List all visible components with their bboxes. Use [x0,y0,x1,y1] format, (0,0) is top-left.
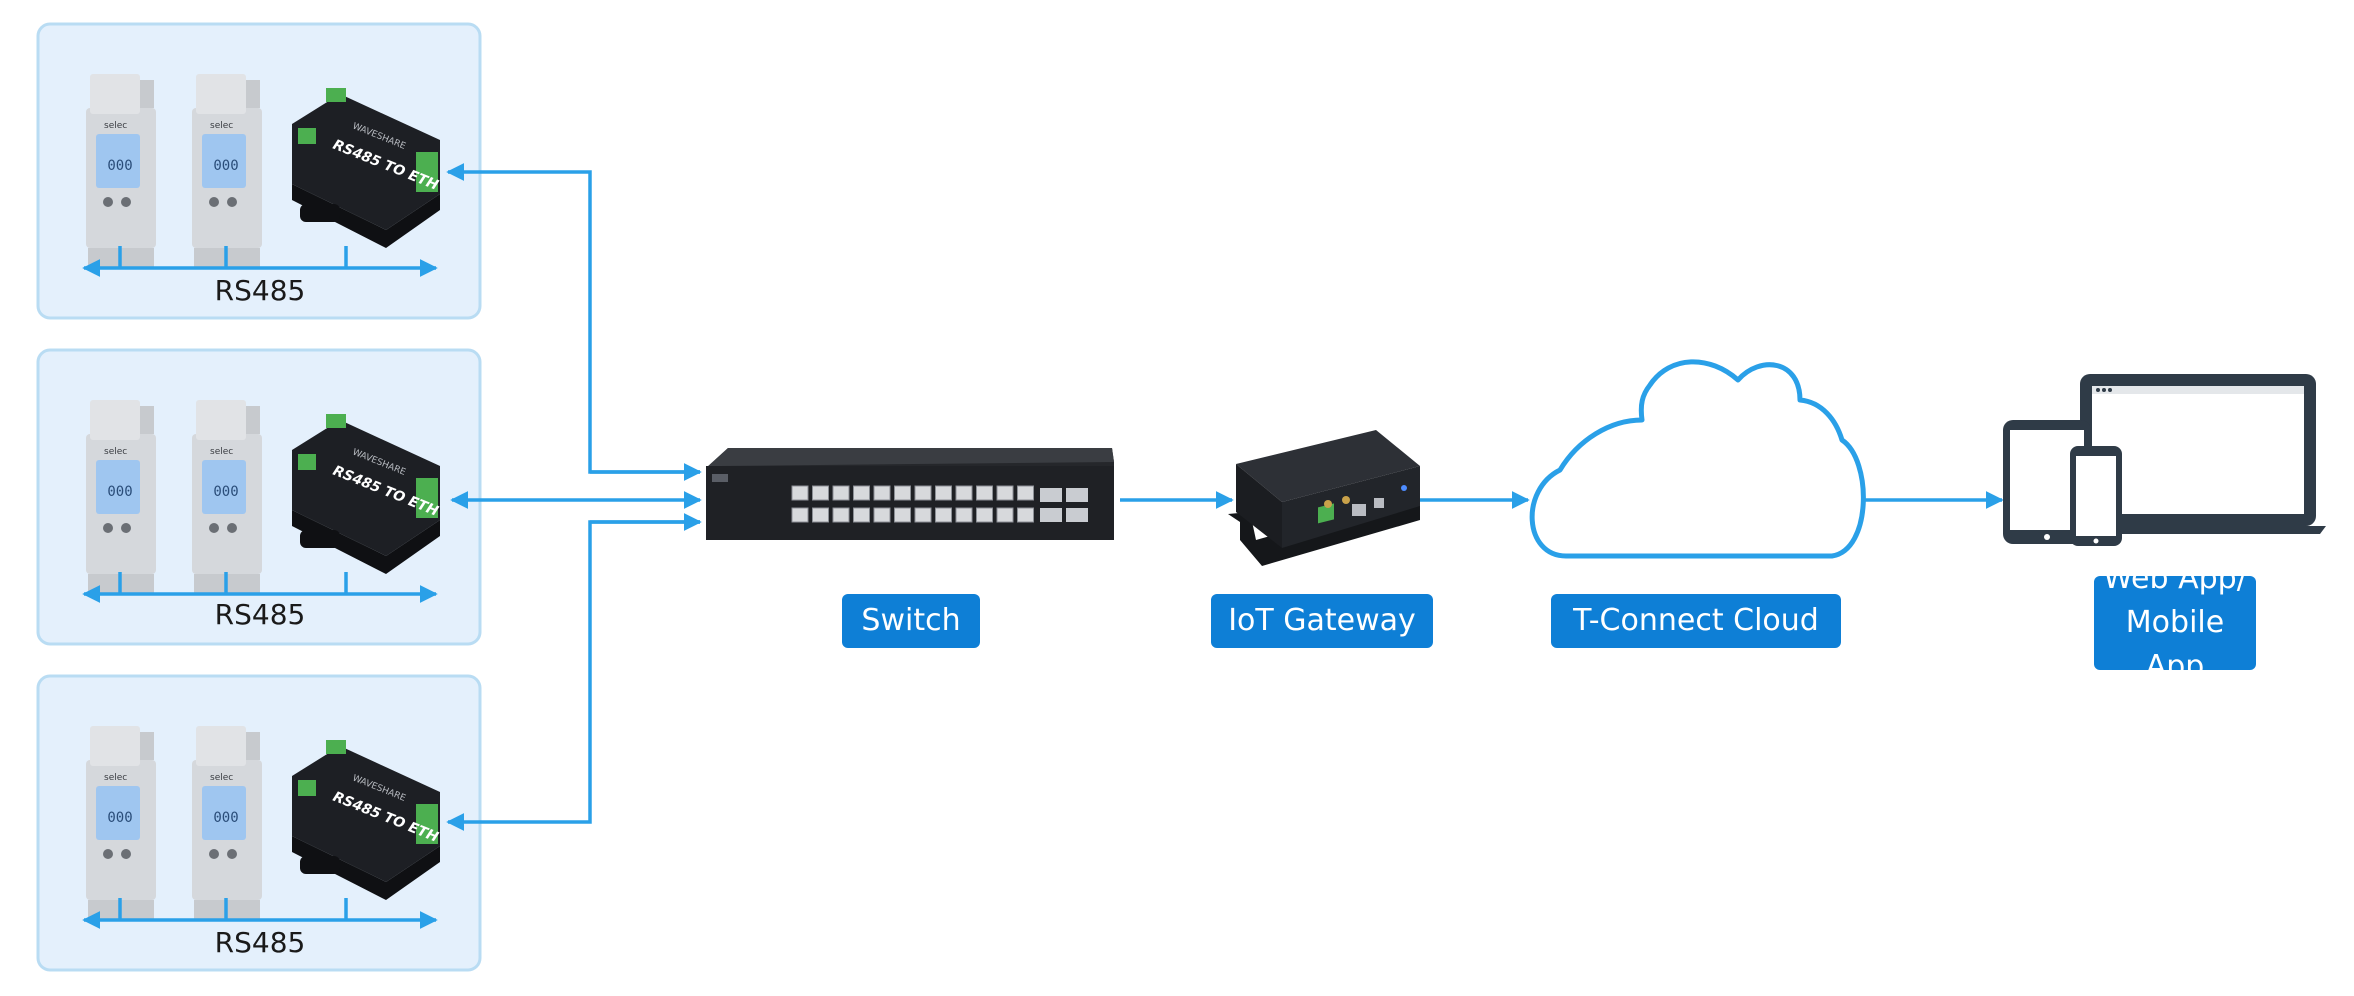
gateway-label: IoT Gateway [1211,594,1433,648]
switch-port [832,485,850,501]
energy-meter-icon: 000 selec [192,74,262,268]
link-group3-switch [446,520,700,831]
meter-brand: selec [104,773,127,783]
switch-port [853,507,870,523]
meter-brand: selec [104,447,127,457]
switch-port [812,485,829,501]
switch-port [914,485,932,501]
meter-brand: selec [210,447,233,457]
switch-port [1017,507,1034,523]
bus-label-group1: RS485 [214,274,306,307]
switch-port [996,485,1014,501]
switch-port [935,507,952,523]
switch-label: Switch [842,594,980,648]
switch-port [791,507,809,523]
switch-port [853,485,870,501]
switch-port [791,485,809,501]
meter-display: 000 [213,158,238,174]
meter-brand: selec [210,773,233,783]
switch-port [976,507,993,523]
network-switch-icon [706,448,1114,540]
switch-port [914,507,932,523]
bus-label-group2: RS485 [214,598,306,631]
cloud-label: T-Connect Cloud [1551,594,1841,648]
switch-port [894,507,911,523]
energy-meter-icon: 000 selec [192,400,262,594]
app-label: Web App/ Mobile App [2094,561,2256,684]
switch-port [976,485,993,501]
app-label-line1: Web App/ [2103,561,2247,596]
energy-meter-icon: 000 selec [86,74,156,268]
switch-port [935,485,952,501]
meter-display: 000 [213,484,238,500]
link-group1-switch [446,163,700,474]
meter-display: 000 [107,484,132,500]
switch-port [955,485,973,501]
energy-meter-icon: 000 selec [192,726,262,920]
switch-port [894,485,911,501]
iot-gateway-icon [1228,430,1420,566]
app-devices [2003,374,2326,546]
cloud-icon [1529,359,1866,559]
meter-display: 000 [107,810,132,826]
switch-port [812,507,829,523]
switch-port [873,485,891,501]
meter-display: 000 [213,810,238,826]
switch-port [996,507,1014,523]
app-label-line2: Mobile App [2125,605,2225,684]
meter-display: 000 [107,158,132,174]
energy-meter-icon: 000 selec [86,400,156,594]
switch-port [955,507,973,523]
switch-port [832,507,850,523]
meter-brand: selec [210,121,233,131]
meter-brand: selec [104,121,127,131]
switch-port [1017,485,1034,501]
laptop-icon [2044,374,2326,534]
bus-label-group3: RS485 [214,926,306,959]
energy-meter-icon: 000 selec [86,726,156,920]
switch-port [873,507,891,523]
converter-switch-links [446,163,702,831]
phone-icon [2070,446,2122,546]
